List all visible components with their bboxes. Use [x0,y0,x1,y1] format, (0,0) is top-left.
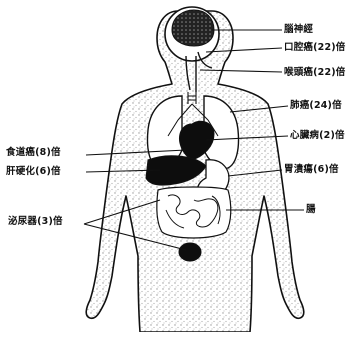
label-esophagus-cancer: 食道癌(8)倍 [6,147,61,158]
label-lung-cancer: 肺癌(24)倍 [290,100,342,111]
label-bladder-cancer: 泌尿器(3)倍 [8,216,63,227]
label-brain-nerve: 腦神經 [284,24,313,35]
bladder [179,243,201,261]
label-heart-disease: 心臟病(2)倍 [290,130,345,141]
label-cirrhosis: 肝硬化(6)倍 [6,166,61,177]
label-intestine: 腸 [306,204,316,215]
label-throat-cancer: 喉頭癌(22)倍 [284,67,346,78]
brain [172,10,214,46]
label-stomach-ulcer: 胃潰瘍(6)倍 [284,164,339,175]
label-oral-cancer: 口腔癌(22)倍 [284,42,346,53]
